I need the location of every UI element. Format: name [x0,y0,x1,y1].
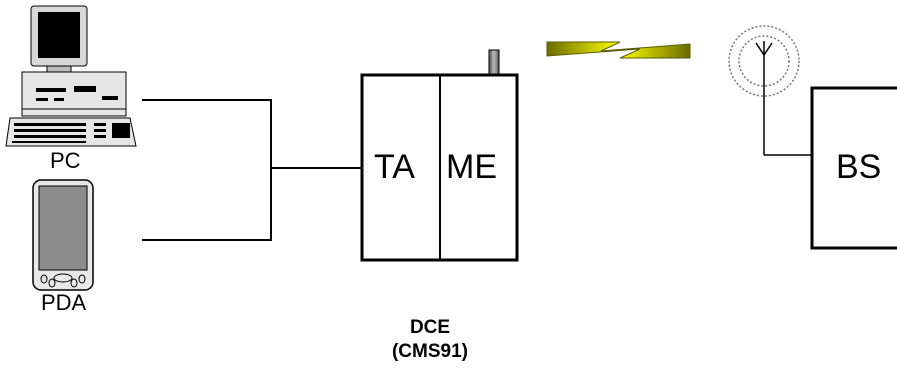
base-station-antenna-icon [728,25,812,156]
ta-label: TA [374,148,415,186]
pda-device-icon [32,179,94,291]
me-label: ME [446,148,497,186]
dce-title-line1: DCE [409,317,451,338]
pc-computer-icon [5,5,137,147]
pda-label: PDA [41,290,87,315]
dce-antenna-stub [488,49,500,76]
pc-label: PC [50,148,81,173]
bs-label: BS [836,148,882,186]
base-station-box [810,86,897,250]
dce-title-line2: (CMS91) [391,341,468,362]
dce-title: DCE (CMS91) [380,316,480,364]
radio-link-bolt-icon [546,41,691,59]
connection-lines [142,99,362,241]
pc-to-junction-line [142,99,272,241]
dce-box [360,49,519,262]
